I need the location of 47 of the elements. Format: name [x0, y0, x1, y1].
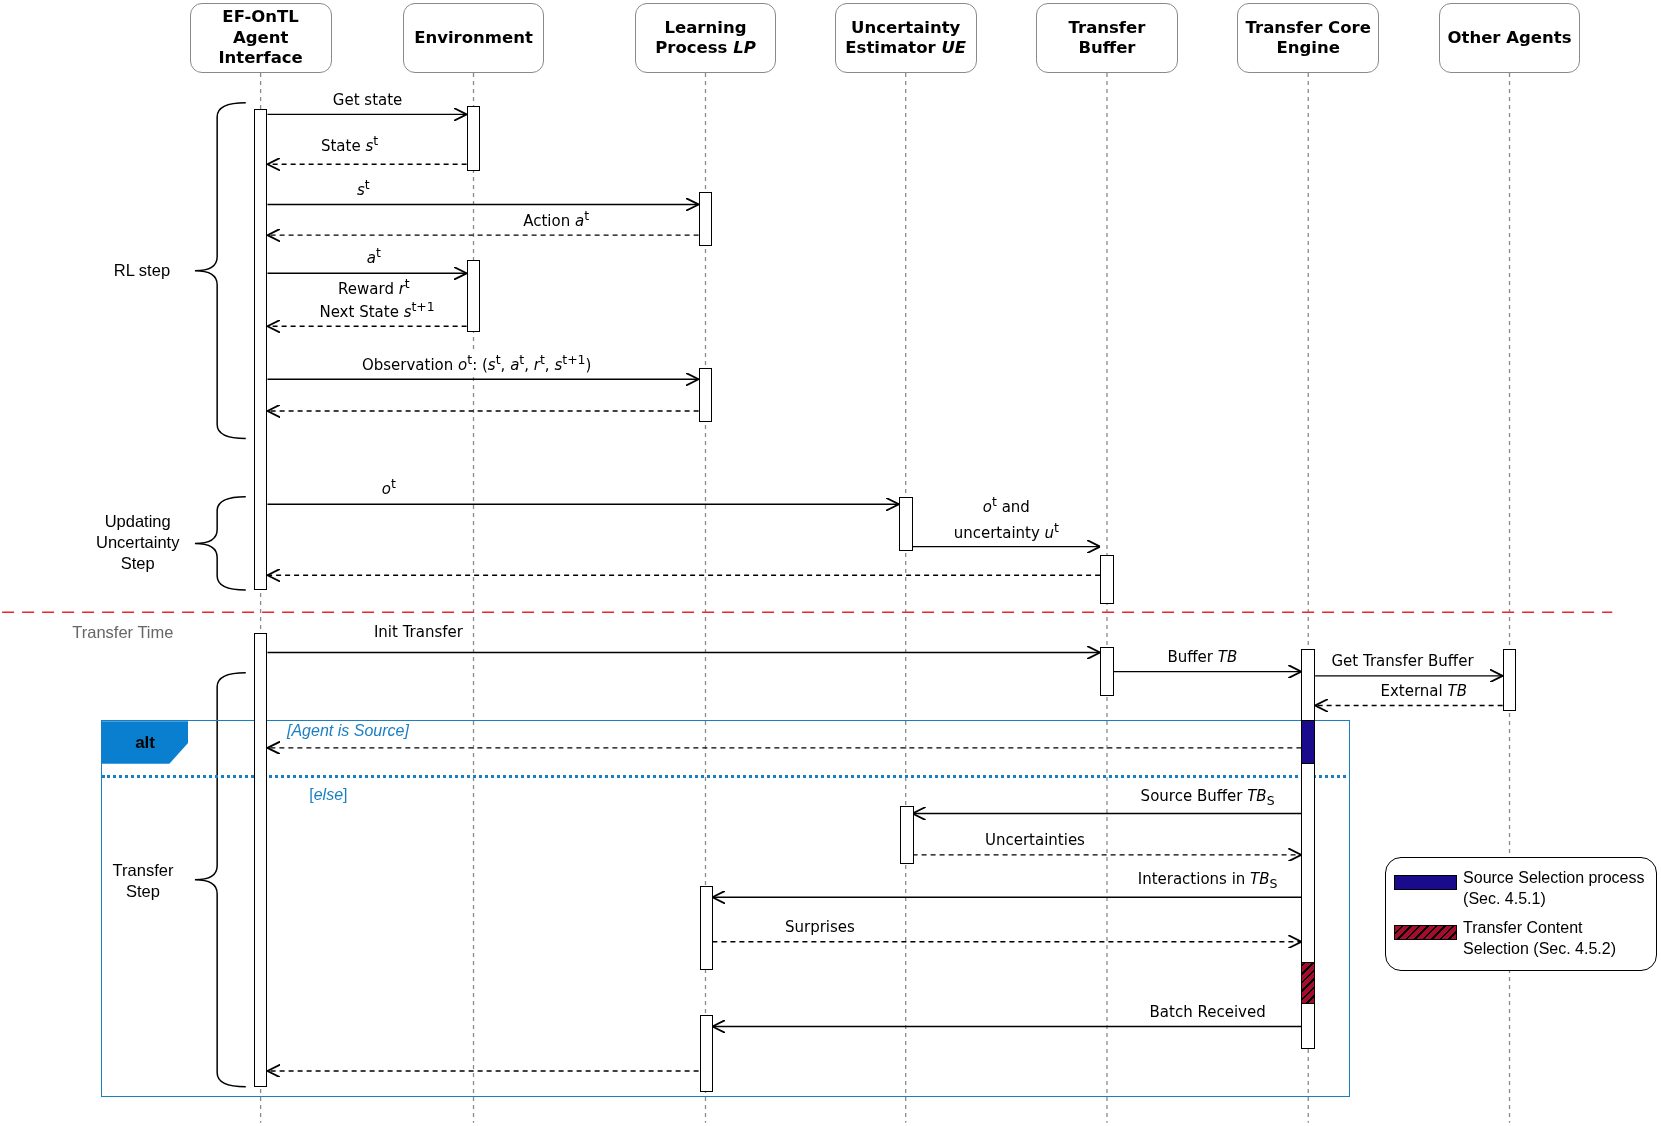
message-arrow	[911, 806, 1303, 821]
participant-box: Environment	[402, 3, 545, 74]
guard-condition: [Agent is Source]	[287, 721, 409, 740]
frame-tag: alt	[101, 721, 189, 764]
activation-bar	[253, 633, 268, 1087]
activation-bar	[466, 105, 481, 171]
return-arrow	[1314, 698, 1504, 713]
activation-bar	[899, 806, 914, 865]
legend-text: Transfer Content Selection (Sec. 4.5.2)	[1463, 918, 1618, 960]
message-arrow	[911, 539, 1101, 554]
return-arrow	[266, 403, 700, 419]
return-arrow	[711, 934, 1303, 950]
participant-box: Learning Process LP	[634, 3, 777, 74]
return-arrow	[911, 847, 1303, 863]
guard-condition: [else]	[309, 786, 348, 805]
activation-bar	[1100, 647, 1114, 696]
activation-bar	[253, 109, 268, 590]
participant-box: Transfer Buffer	[1036, 3, 1178, 74]
return-arrow	[266, 318, 468, 334]
activation-bar	[698, 367, 713, 422]
return-arrow	[266, 1063, 700, 1079]
participant-box: Other Agents	[1438, 3, 1581, 74]
message-arrow	[711, 889, 1303, 905]
participant-box: Transfer Core Engine	[1237, 3, 1380, 74]
message-arrow	[711, 1019, 1303, 1034]
message-arrow	[266, 265, 468, 281]
legend-text: Source Selection process (Sec. 4.5.1)	[1463, 868, 1646, 910]
return-arrow	[266, 740, 1303, 756]
return-arrow	[266, 567, 1101, 583]
participant-box: EF-OnTL Agent Interface	[189, 3, 332, 74]
message-arrow	[1113, 664, 1303, 679]
return-arrow	[266, 156, 468, 172]
participant-box: Uncertainty Estimator UE	[834, 3, 977, 74]
message-arrow	[266, 107, 468, 122]
message-arrow	[1314, 668, 1504, 684]
activation-bar	[698, 191, 713, 246]
message-arrow	[266, 197, 700, 212]
message-arrow	[266, 496, 900, 512]
activation-bar	[1502, 649, 1517, 711]
message-arrow	[266, 371, 700, 387]
message-arrow	[266, 645, 1101, 660]
return-arrow	[266, 227, 700, 243]
activation-bar	[898, 496, 913, 551]
activation-bar	[699, 885, 714, 971]
activation-bar	[466, 259, 481, 332]
activation-bar	[1100, 555, 1114, 604]
activation-bar	[699, 1014, 714, 1093]
